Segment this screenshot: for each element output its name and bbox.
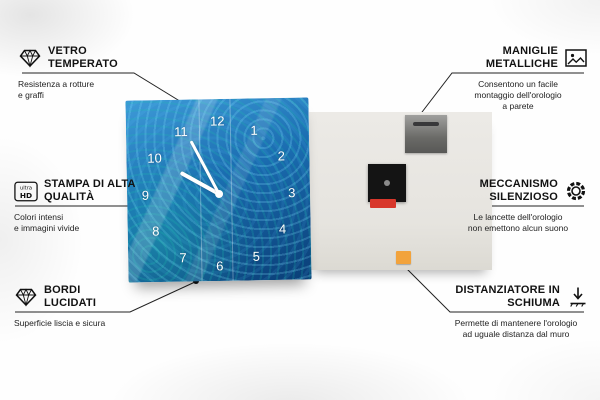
clock-number: 7 bbox=[179, 249, 187, 265]
callout-title: STAMPA DI ALTA QUALITÀ bbox=[44, 178, 136, 203]
clock-number: 12 bbox=[209, 113, 225, 129]
clock-back bbox=[309, 112, 492, 270]
clock-mechanism bbox=[368, 164, 406, 208]
callout-subtitle: Permette di mantenere l'orologio ad ugua… bbox=[454, 318, 578, 340]
clock-number: 6 bbox=[216, 258, 224, 274]
gear-icon bbox=[564, 179, 588, 203]
callout-distanziatore-schiuma: DISTANZIATORE IN SCHIUMA Permette di man… bbox=[442, 283, 590, 340]
callout-title: VETRO TEMPERATO bbox=[48, 45, 118, 70]
callout-subtitle: Le lancette dell'orologio non emettono a… bbox=[467, 212, 569, 234]
metal-hanger-plate bbox=[405, 115, 447, 153]
clock-number: 3 bbox=[287, 184, 296, 200]
callout-title: BORDI LUCIDATI bbox=[44, 284, 97, 309]
arrow-down-icon bbox=[566, 285, 590, 309]
glass-seam bbox=[198, 99, 203, 282]
battery-red bbox=[370, 199, 396, 208]
clock-number: 1 bbox=[250, 122, 258, 138]
callout-subtitle: Consentono un facile montaggio dell'orol… bbox=[474, 79, 562, 112]
clock-number: 9 bbox=[141, 187, 150, 203]
callout-title: DISTANZIATORE IN SCHIUMA bbox=[455, 284, 560, 309]
callout-subtitle: Resistenza a rotture e graffi bbox=[18, 79, 95, 101]
picture-frame-icon bbox=[564, 46, 588, 70]
diamond-icon bbox=[18, 46, 42, 70]
callout-bordi-lucidati: BORDI LUCIDATI Superficie liscia e sicur… bbox=[14, 283, 134, 329]
svg-text:ultra: ultra bbox=[20, 185, 32, 191]
clock-number: 4 bbox=[278, 221, 287, 237]
clock-center-cap bbox=[214, 189, 223, 198]
hanger-slot bbox=[413, 122, 439, 126]
svg-text:HD: HD bbox=[20, 190, 32, 199]
callout-title: MANIGLIE METALLICHE bbox=[485, 45, 558, 70]
callout-title: MECCANISMO SILENZIOSO bbox=[479, 178, 558, 203]
ultra-hd-icon: ultra HD bbox=[14, 179, 38, 203]
diamond-icon bbox=[14, 285, 38, 309]
clock-number: 10 bbox=[147, 150, 162, 166]
mechanism-shaft bbox=[384, 180, 390, 186]
callout-maniglie-metalliche: MANIGLIE METALLICHE Consentono un facile… bbox=[448, 44, 588, 112]
clock-number: 8 bbox=[152, 223, 160, 239]
clock-number: 11 bbox=[173, 123, 188, 139]
clock-number: 5 bbox=[252, 248, 260, 264]
callout-subtitle: Superficie liscia e sicura bbox=[14, 318, 106, 328]
callout-stampa-alta-qualita: ultra HD STAMPA DI ALTA QUALITÀ Colori i… bbox=[14, 177, 136, 234]
glass-seam bbox=[229, 98, 234, 281]
callout-meccanismo-silenzioso: MECCANISMO SILENZIOSO Le lancette dell'o… bbox=[448, 177, 588, 234]
foam-spacer bbox=[396, 251, 411, 264]
callout-subtitle: Colori intensi e immagini vivide bbox=[14, 212, 80, 234]
callout-vetro-temperato: VETRO TEMPERATO Resistenza a rotture e g… bbox=[18, 44, 136, 101]
clock-number: 2 bbox=[277, 148, 286, 164]
